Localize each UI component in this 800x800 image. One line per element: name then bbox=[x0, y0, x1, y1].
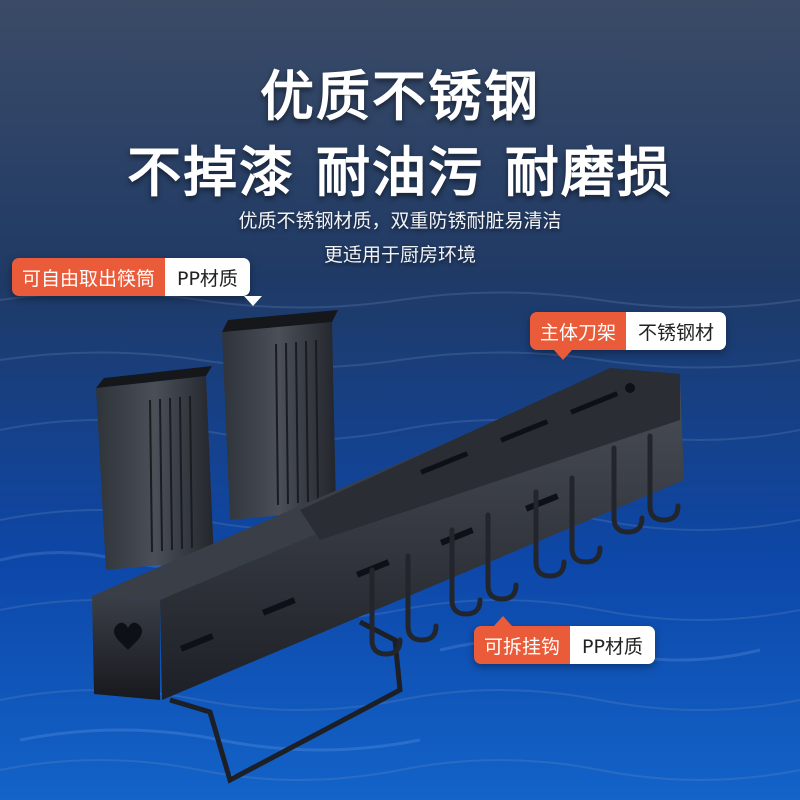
towel-bar bbox=[169, 619, 403, 784]
callout-feature-label: 可拆挂钩 bbox=[474, 626, 571, 664]
callout-material-label: PP材质 bbox=[165, 258, 250, 296]
callout-main-rack: 主体刀架 不锈钢材 bbox=[530, 312, 727, 360]
callout-utensil-holder: 可自由取出筷筒 PP材质 bbox=[12, 258, 262, 306]
subtitle-line-1: 优质不锈钢材质，双重防锈耐脏易清洁 bbox=[238, 210, 562, 232]
headline-primary: 优质不锈钢 bbox=[260, 65, 540, 128]
callout-material-label: 不锈钢材 bbox=[626, 312, 727, 350]
callout-pointer bbox=[494, 616, 512, 626]
callout-pointer bbox=[244, 296, 262, 306]
callout-hooks: 可拆挂钩 PP材质 bbox=[474, 616, 655, 664]
callout-feature-label: 主体刀架 bbox=[530, 312, 627, 350]
utensil-cup-left bbox=[96, 366, 214, 570]
utensil-cup-right bbox=[222, 310, 338, 520]
callout-feature-label: 可自由取出筷筒 bbox=[12, 258, 166, 296]
callout-pointer bbox=[554, 350, 572, 360]
knife-rack bbox=[92, 368, 684, 700]
subtitle-line-2: 更适用于厨房环境 bbox=[323, 244, 476, 266]
callout-material-label: PP材质 bbox=[570, 626, 655, 664]
headline-features: 不掉漆 耐油污 耐磨损 bbox=[127, 141, 673, 204]
hooks bbox=[369, 433, 681, 657]
